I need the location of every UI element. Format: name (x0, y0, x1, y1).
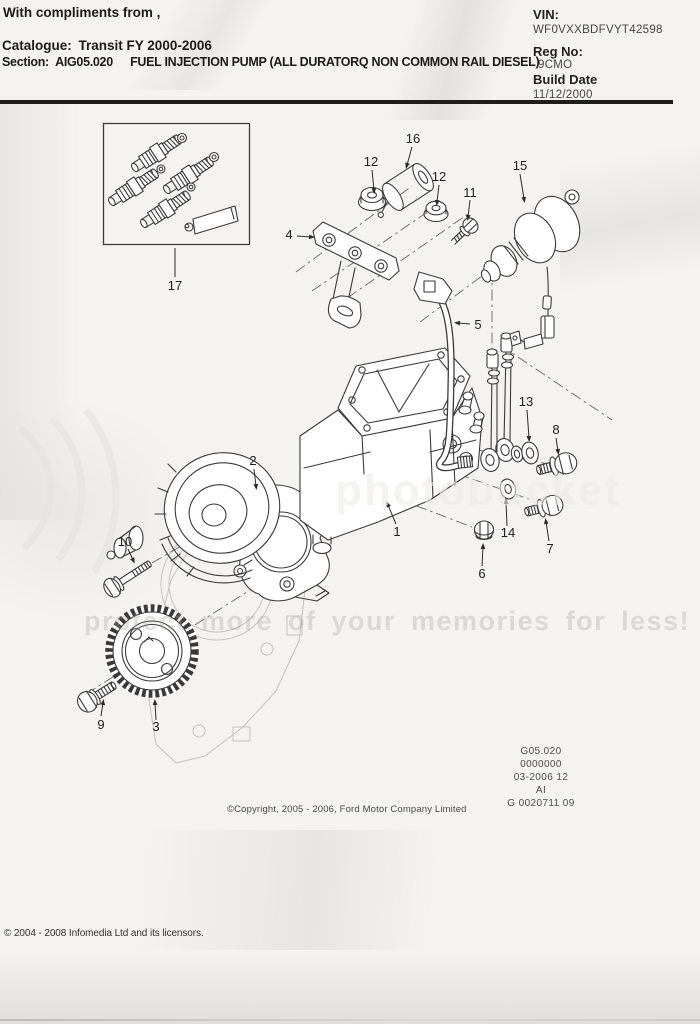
part-timing-gear (105, 604, 199, 698)
part-cap-nut-6 (473, 520, 495, 541)
catalogue-label: Catalogue: (2, 38, 72, 53)
inset-kit-box (102, 122, 251, 246)
callout-17: 17 (168, 278, 182, 293)
part-sealant-tube (184, 205, 239, 235)
stamp-line: 0000000 (520, 759, 562, 770)
callout-16: 16 (406, 131, 420, 146)
part-solenoid-15 (480, 189, 581, 350)
build-date-label: Build Date (533, 72, 598, 87)
vin-value: WF0VXXBDFVYT42598 (533, 24, 663, 36)
part-bracket (312, 221, 400, 329)
leader-lines (100, 146, 561, 721)
build-date-value: 11/12/2000 (533, 89, 593, 101)
callout-6: 6 (478, 566, 485, 581)
callout-11: 11 (463, 185, 477, 200)
stamp-line: AI (535, 785, 547, 796)
callout-9: 9 (97, 717, 104, 732)
callout-3: 3 (152, 719, 159, 734)
callout-12b: 12 (432, 169, 446, 184)
vin-label: VIN: (533, 7, 559, 22)
callout-7: 7 (546, 541, 553, 556)
part-washer-14 (499, 478, 517, 500)
catalogue-value: Transit FY 2000-2006 (78, 38, 212, 53)
section-line: Section: AIG05.020 FUEL INJECTION PUMP (… (2, 55, 540, 69)
callout-10: 10 (118, 534, 132, 549)
callout-4: 4 (285, 227, 292, 242)
callout-1: 1 (393, 524, 400, 539)
callout-2: 2 (249, 453, 256, 468)
scan-edge-line (0, 1019, 700, 1021)
part-bolt-11 (450, 217, 479, 245)
stamp-block: G05.020 0000000 03-2006 12 AI G 0020711 … (466, 745, 616, 810)
compliments-line: With compliments from , (3, 5, 161, 20)
o-ring (156, 132, 220, 192)
callout-8: 8 (552, 422, 559, 437)
section-title: FUEL INJECTION PUMP (ALL DURATORQ NON CO… (130, 55, 540, 69)
part-bolt-9 (77, 681, 117, 713)
ford-copyright: ©Copyright, 2005 - 2006, Ford Motor Comp… (227, 804, 467, 815)
section-code: AIG05.020 (55, 55, 113, 69)
header-rule (0, 100, 673, 104)
part-damper-16 (377, 163, 434, 218)
part-injection-pump (106, 347, 485, 584)
part-washer-13 (521, 441, 539, 465)
callout-12a: 12 (364, 154, 378, 169)
callout-5: 5 (474, 317, 481, 332)
part-feed-pipe (413, 271, 474, 472)
watermark-tagline: protect more of your memories for less! (84, 606, 691, 636)
catalogue-line: Catalogue: Transit FY 2000-2006 (2, 38, 212, 53)
stamp-line: G 0020711 09 (507, 798, 575, 809)
stamp-line: 03-2006 12 (513, 772, 569, 783)
infomedia-copyright: © 2004 - 2008 Infomedia Ltd and its lice… (4, 928, 204, 939)
part-nut-12a (357, 186, 387, 212)
reg-no-value: 9CMO (538, 59, 573, 71)
watermark-brand: photobucket (335, 466, 621, 515)
part-fuel-pipes (480, 332, 524, 472)
reg-no-label: Reg No: (533, 44, 583, 59)
part-bolt-10 (103, 560, 152, 598)
stamp-line: G05.020 (520, 746, 562, 757)
callouts: 1 2 3 4 5 6 7 8 9 10 11 12 12 13 14 15 1… (97, 131, 559, 734)
watermark-arcs-icon (17, 407, 120, 574)
callout-14: 14 (501, 525, 515, 540)
callout-15: 15 (513, 158, 527, 173)
part-nut-12b (423, 200, 449, 223)
section-label: Section: (2, 55, 49, 69)
callout-13: 13 (519, 394, 533, 409)
